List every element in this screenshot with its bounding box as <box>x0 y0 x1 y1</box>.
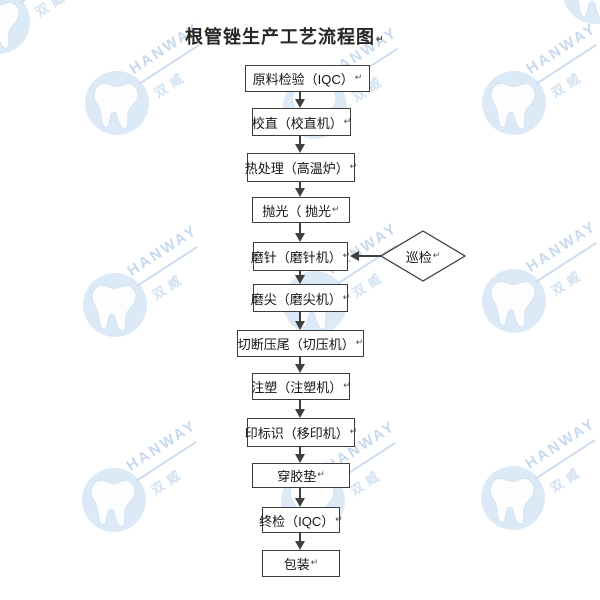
flow-node-label: 磨针（磨针机） <box>250 250 342 265</box>
flow-node-packaging: 包装↵ <box>262 550 340 577</box>
return-mark: ↵ <box>335 513 343 524</box>
flow-node-label: 抛光（ 抛光 <box>262 203 332 219</box>
flow-node-label: 热处理（高温炉） <box>244 161 349 176</box>
flow-node-polishing: 抛光（ 抛光↵ <box>252 197 350 223</box>
flow-node-final-inspection: 终检（IQC）↵ <box>259 507 343 533</box>
flow-node-pad-printing: 印标识（移印机）↵ <box>244 418 358 447</box>
flow-connector-down-arrowhead <box>295 275 305 284</box>
flow-node-label: 印标识（移印机） <box>244 426 349 441</box>
flow-connector-down-arrowhead <box>295 541 305 550</box>
flow-node-label: 切断压尾（切压机） <box>237 337 355 352</box>
return-mark: ↵ <box>354 72 363 82</box>
flow-connector-down-arrowhead <box>295 99 305 108</box>
flow-node-heat-treatment: 热处理（高温炉）↵ <box>244 153 358 182</box>
return-mark: ↵ <box>342 291 351 302</box>
flow-node-label: 包装 <box>283 557 310 572</box>
decision-label: 巡检↵ <box>380 230 466 282</box>
flow-connector-down-arrowhead <box>295 409 305 418</box>
flow-connector-down-line <box>299 400 301 410</box>
return-mark: ↵ <box>355 337 364 347</box>
flow-node-label: 原料检验（IQC） <box>252 72 354 87</box>
flow-connector-down-arrowhead <box>295 233 305 242</box>
flow-node-straightening: 校直（校直机）↵ <box>252 108 351 136</box>
flow-connector-down-arrowhead <box>295 144 305 153</box>
return-mark: ↵ <box>342 250 351 260</box>
flow-connector-down-arrowhead <box>295 321 305 330</box>
flow-connector-down-line <box>299 182 301 189</box>
flow-connector-patrol-arrowhead <box>350 251 359 261</box>
page-title-text: 根管锉生产工艺流程图 <box>185 27 375 47</box>
flow-connector-down-line <box>299 136 301 145</box>
return-mark: ↵ <box>310 557 319 567</box>
flow-connector-down-line <box>299 447 301 455</box>
decision-diamond-patrol-inspection: 巡检↵ <box>379 230 467 282</box>
flow-node-label: 终检（IQC） <box>259 513 335 529</box>
flow-node-tip-grinding: 磨尖（磨尖机）↵ <box>250 284 351 312</box>
flow-connector-down-arrowhead <box>295 188 305 197</box>
return-mark: ↵ <box>332 203 340 214</box>
flow-node-needle-grinding: 磨针（磨针机）↵ <box>250 242 351 271</box>
flow-node-label: 校直（校直机） <box>251 115 343 131</box>
return-mark: ↵ <box>317 469 325 479</box>
flow-connector-down-line <box>299 533 301 542</box>
flow-node-label: 磨尖（磨尖机） <box>250 291 342 307</box>
flow-connector-down-line <box>299 357 301 365</box>
decision-label-text: 巡检 <box>405 249 432 265</box>
page-title: 根管锉生产工艺流程图↵ <box>185 23 385 49</box>
return-mark: ↵ <box>343 380 351 390</box>
flow-node-raw-material-inspection: 原料检验（IQC）↵ <box>245 65 370 92</box>
flow-node-cut-and-press-tail: 切断压尾（切压机）↵ <box>237 330 364 357</box>
flow-node-label: 注塑（注塑机） <box>251 380 343 395</box>
flow-connector-down-arrowhead <box>295 364 305 373</box>
flow-connector-down-line <box>299 223 301 234</box>
flow-node-label: 穿胶垫 <box>277 469 317 484</box>
flow-node-rubber-pad-threading: 穿胶垫↵ <box>252 463 350 488</box>
return-mark: ↵ <box>376 34 385 44</box>
flow-connector-down-arrowhead <box>295 454 305 463</box>
return-mark: ↵ <box>432 249 441 260</box>
flow-connector-down-arrowhead <box>295 498 305 507</box>
flow-connector-patrol-line <box>359 255 381 257</box>
flow-node-injection-molding: 注塑（注塑机）↵ <box>251 373 351 400</box>
return-mark: ↵ <box>349 161 358 171</box>
return-mark: ↵ <box>343 115 352 126</box>
return-mark: ↵ <box>349 426 358 436</box>
